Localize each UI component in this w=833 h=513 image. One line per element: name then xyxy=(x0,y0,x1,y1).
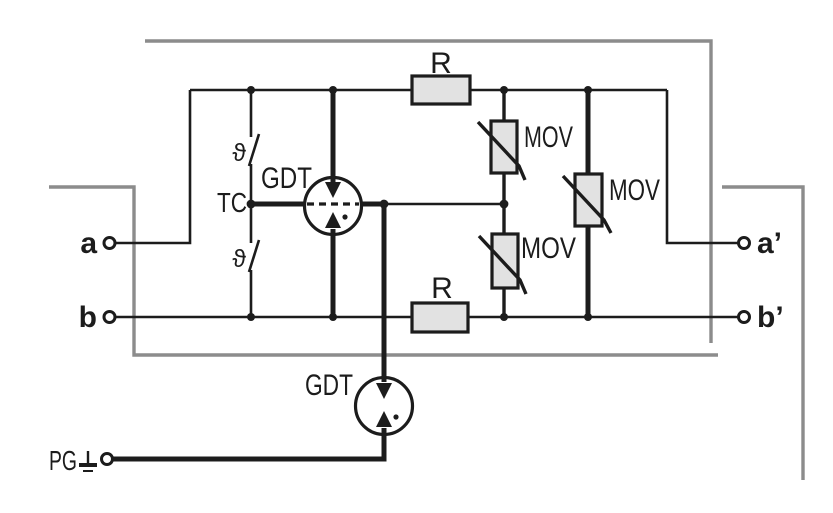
wire-a-lead xyxy=(115,90,192,245)
varistor-mov-right-label: MOV xyxy=(609,174,660,207)
terminal-b-label: b xyxy=(79,301,97,334)
theta-bottom-label: ϑ xyxy=(232,245,246,273)
wires-thick xyxy=(113,90,591,462)
varistor-mov-bottom-body xyxy=(490,232,520,290)
tc-label: TC xyxy=(217,187,247,218)
gdt-line-arrow-up xyxy=(325,212,341,228)
resistor-r-bottom-body xyxy=(410,301,470,334)
terminals xyxy=(100,236,751,466)
terminal-a-out-circle xyxy=(737,236,751,250)
labels: a b a’ b’ PG TC ϑ ϑ GDT GDT xyxy=(49,139,784,476)
terminal-b-out-label: b’ xyxy=(757,301,784,334)
wire-pg-lead xyxy=(113,428,387,462)
varistor-mov-top: MOV xyxy=(476,119,573,181)
junction-dot xyxy=(329,313,337,321)
junction-dot xyxy=(500,313,508,321)
terminal-b-out-circle xyxy=(737,310,751,324)
resistor-r-top-label: R xyxy=(430,47,452,80)
gdt-line-gas-dot xyxy=(342,214,348,220)
junction-dot xyxy=(584,86,592,94)
resistor-r-bottom: R xyxy=(410,272,470,334)
terminal-a-circle xyxy=(102,236,117,250)
terminal-a-out-label: a’ xyxy=(757,227,782,260)
resistor-r-top-body xyxy=(410,74,472,106)
gdt-line-device xyxy=(307,182,359,228)
junction-dot xyxy=(247,86,255,94)
varistor-mov-right-body xyxy=(573,172,604,228)
gdt-line-arrow-down xyxy=(325,182,341,198)
thermal-switch-top-blade xyxy=(247,133,261,167)
terminal-b-circle xyxy=(102,310,117,324)
junction-dot xyxy=(247,313,255,321)
gdt-ground-gas-dot xyxy=(393,414,399,420)
resistor-r-bottom-label: R xyxy=(431,272,453,305)
junction-dots xyxy=(246,86,592,321)
terminal-pg-label: PG xyxy=(49,445,77,476)
thermal-switch-bottom-blade xyxy=(247,239,261,273)
varistor-mov-right-stroke xyxy=(561,174,613,234)
boundary-left-bottom xyxy=(49,185,718,357)
terminal-pg-circle xyxy=(100,452,114,466)
gdt-ground-device xyxy=(376,383,399,427)
junction-dot xyxy=(499,199,509,209)
varistor-mov-top-label: MOV xyxy=(524,121,573,154)
gdt-line-label: GDT xyxy=(261,162,312,195)
theta-top-label: ϑ xyxy=(232,139,246,167)
varistor-mov-bottom-stroke xyxy=(477,234,528,295)
junction-dot-tc xyxy=(246,199,256,209)
boundary-right-bracket xyxy=(722,185,805,480)
varistor-mov-right: MOV xyxy=(561,172,660,234)
gdt-ground-label: GDT xyxy=(305,369,353,402)
varistor-mov-top-stroke xyxy=(476,120,527,181)
junction-dot xyxy=(500,86,508,94)
varistor-mov-top-body xyxy=(489,119,519,175)
wire-a-out-lead xyxy=(665,90,738,245)
resistor-r-top: R xyxy=(410,47,472,106)
varistor-mov-bottom-label: MOV xyxy=(521,232,576,265)
junction-dot xyxy=(379,199,389,209)
junction-dot xyxy=(584,313,592,321)
gdt-ground-arrow-down xyxy=(376,383,392,399)
varistor-mov-bottom: MOV xyxy=(477,232,576,295)
junction-dot xyxy=(329,86,337,94)
enclosure-boundaries xyxy=(49,39,805,480)
protective-earth-icon xyxy=(79,451,97,472)
gdt-ground-arrow-up xyxy=(376,411,392,427)
terminal-a-label: a xyxy=(80,227,97,260)
